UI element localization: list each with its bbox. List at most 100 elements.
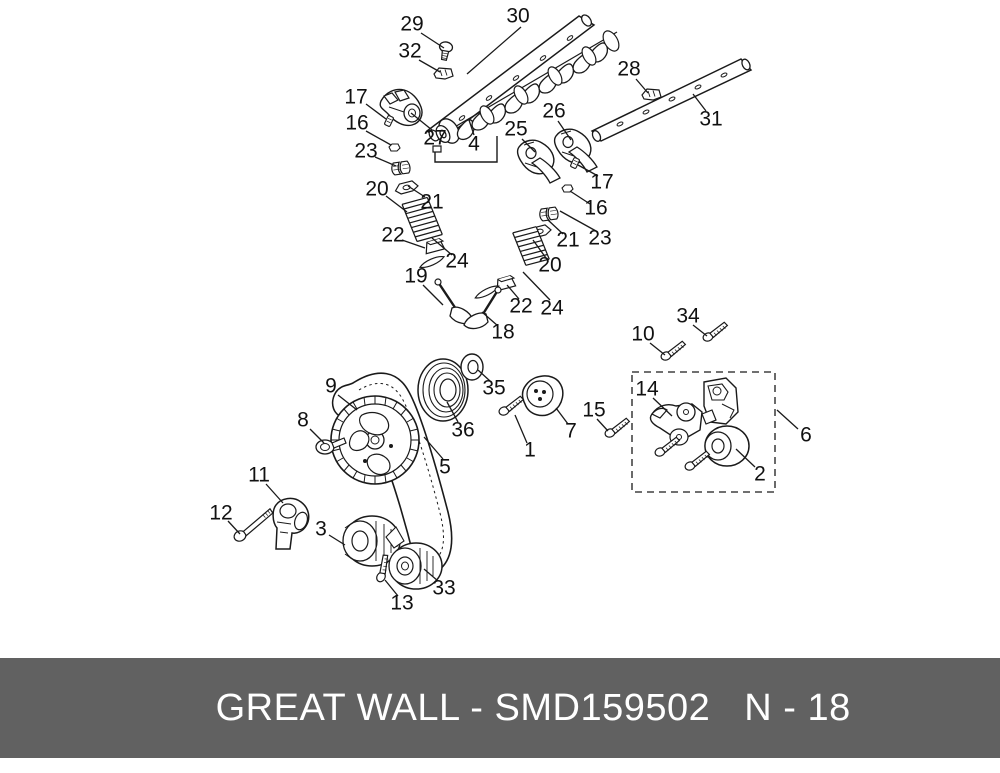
leader-line-12	[227, 520, 241, 535]
callout-rocker-shaft-right: 31	[699, 108, 722, 131]
leader-line-7	[555, 407, 569, 425]
part-shaft-retainer-clip-28	[641, 88, 662, 101]
part-idler-pulley	[342, 515, 401, 567]
leader-line-23L	[374, 156, 397, 167]
callout-valve-spring-seat-left: 24	[445, 250, 469, 273]
part-lock-nut-left	[388, 143, 401, 152]
callout-pulley-hub: 7	[565, 420, 577, 443]
leader-line-9	[337, 394, 358, 411]
leader-line-14	[652, 397, 673, 417]
callout-valve-stem-seal-right: 22	[509, 295, 532, 318]
part-rocker-arm-right	[554, 128, 598, 173]
callout-tensioner-pulley-lower: 33	[432, 577, 455, 600]
footer-bar: GREAT WALL - SMD159502 N - 18	[0, 658, 1000, 758]
leader-line-34	[692, 324, 708, 337]
callout-valve-collet-right: 23	[588, 227, 611, 250]
part-adjusting-screw-right	[570, 157, 580, 169]
callout-auto-tensioner-arm: 14	[635, 378, 659, 401]
leader-line-21R	[547, 219, 564, 235]
callout-washer: 35	[482, 377, 505, 400]
leader-line-17L	[365, 103, 387, 120]
callout-lock-nut-right: 16	[584, 197, 607, 220]
leader-lines	[227, 26, 799, 597]
leader-line-28	[635, 78, 649, 94]
callout-intake-valve: 19	[404, 265, 427, 288]
part-valve-spring-right	[512, 222, 550, 270]
leader-line-30	[466, 26, 522, 75]
leader-line-19	[422, 284, 444, 306]
footer-caption: GREAT WALL - SMD159502 N - 18	[149, 644, 851, 773]
callout-tensioner-assembly-group: 6	[800, 424, 812, 447]
callout-camshaft-assembly: 4	[468, 133, 480, 156]
leader-line-21L	[407, 185, 426, 198]
callout-bolt-hub: 1	[524, 439, 536, 462]
leader-line-31	[692, 93, 707, 112]
leader-line-26	[557, 120, 572, 141]
callout-idler-pulley: 3	[315, 518, 327, 541]
callout-bolt-idler: 13	[390, 592, 413, 615]
callout-rocker-arm-exhaust: 25	[504, 118, 527, 141]
footer-separator: -	[470, 686, 484, 729]
callout-spring-retainer-right: 21	[556, 229, 579, 252]
footer-manufacturer: GREAT WALL	[215, 686, 460, 729]
callout-valve-spring-right: 20	[538, 254, 561, 277]
leader-line-20L	[385, 195, 408, 213]
leader-line-22R	[506, 284, 520, 300]
leader-line-6	[776, 409, 799, 430]
part-camshaft-sprocket	[330, 395, 420, 485]
leader-line-22L	[401, 239, 426, 249]
part-valve-spring-seat-right	[474, 285, 500, 299]
callout-bolt-sprocket: 8	[297, 409, 309, 432]
leader-line-27	[410, 112, 433, 131]
leader-line-29	[420, 32, 445, 49]
callout-shaft-retainer-clip-right: 28	[617, 58, 640, 81]
leader-line-5	[423, 436, 444, 460]
leader-line-16R	[569, 190, 591, 205]
part-bolt-long-12	[233, 507, 274, 542]
part-valve-spring-left	[401, 193, 443, 245]
callout-adjusting-screw-right: 17	[590, 171, 613, 194]
callout-lock-nut-left: 16	[345, 112, 368, 135]
part-pulley-hub	[521, 375, 564, 417]
callout-bolt-bracket: 10	[631, 323, 654, 346]
callout-rocker-arm-right: 26	[542, 100, 565, 123]
part-rocker-arm-exhaust	[517, 139, 561, 184]
leader-line-18	[481, 311, 499, 327]
part-valve-spring-seat-left	[418, 255, 446, 269]
callout-tensioner-bracket: 11	[248, 464, 270, 487]
part-rocker-shaft-right	[590, 58, 753, 142]
leader-line-15	[596, 418, 609, 432]
part-lock-nut-right	[561, 184, 574, 193]
leader-line-16L	[365, 130, 392, 146]
callout-rocker-shaft-left: 30	[506, 5, 529, 28]
footer-part-number: SMD159502	[494, 686, 711, 729]
callout-valve-stem-seal-left: 22	[381, 224, 404, 247]
leader-line-25	[521, 138, 536, 153]
leader-line-23R	[559, 210, 597, 232]
part-camshaft-assembly	[432, 30, 620, 163]
leader-line-20R	[532, 239, 547, 259]
callout-spring-retainer-left: 21	[420, 191, 443, 214]
callout-tensioner-pulley: 2	[754, 463, 766, 486]
leader-line-33	[423, 568, 439, 582]
callout-timing-belt: 5	[439, 456, 451, 479]
part-exhaust-valve	[463, 286, 502, 330]
callout-bolt-short: 15	[582, 399, 605, 422]
leader-line-36	[446, 401, 459, 423]
leader-line-10	[649, 342, 666, 356]
callout-bolt: 29	[400, 13, 423, 36]
part-washer	[460, 353, 484, 381]
leader-line-1	[514, 414, 528, 444]
callout-exhaust-valve: 18	[491, 321, 514, 344]
leader-line-32	[418, 59, 441, 73]
callout-adjusting-screw-left: 17	[344, 86, 367, 109]
leader-line-24L	[431, 237, 453, 256]
leader-line-3	[328, 534, 346, 546]
callout-crankshaft-pulley: 36	[451, 419, 474, 442]
leader-line-13	[384, 579, 399, 597]
part-crankshaft-pulley	[417, 358, 469, 422]
footer-page-code: N - 18	[744, 686, 851, 729]
